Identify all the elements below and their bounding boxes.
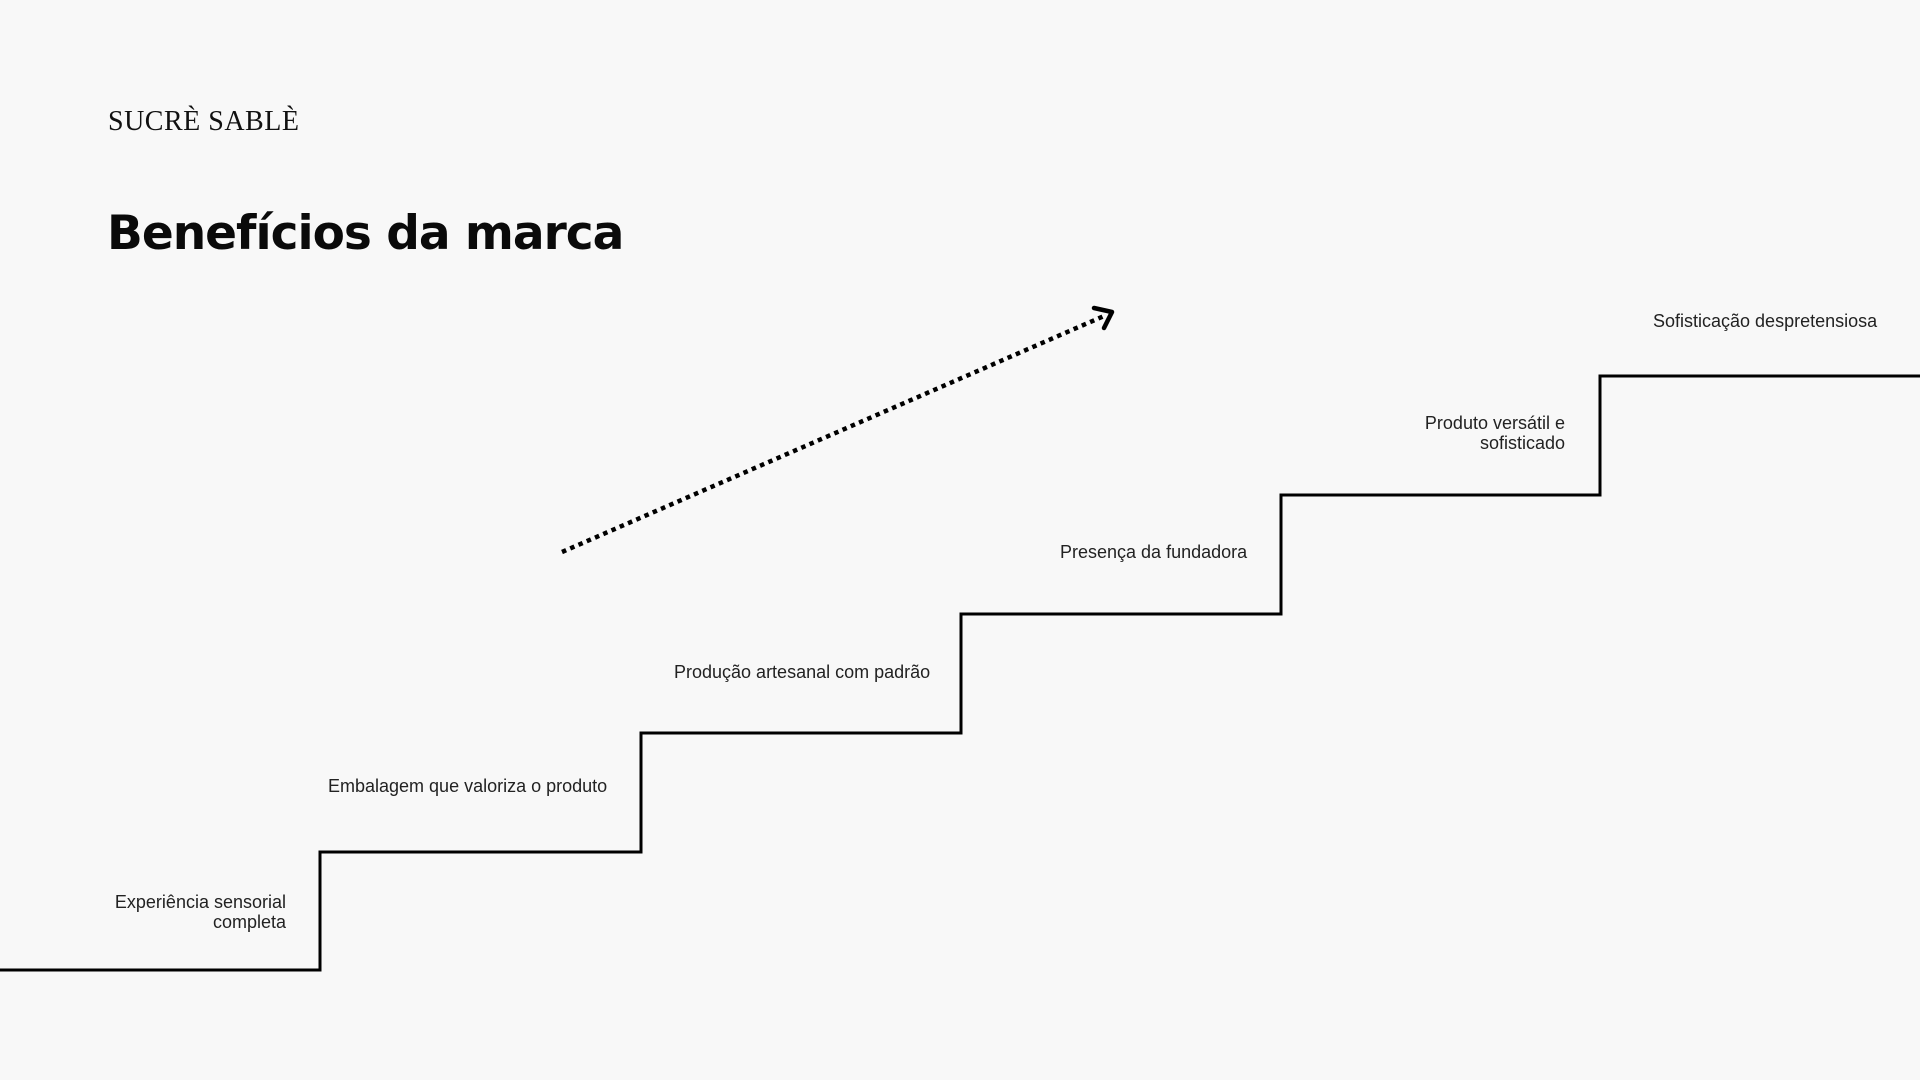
step-label-2: Embalagem que valoriza o produto xyxy=(328,776,607,796)
step-label-1: Experiência sensorial completa xyxy=(60,892,286,932)
step-label-5-line2: sofisticado xyxy=(1479,433,1565,453)
brand-logo: SUCRÈ SABLÈ xyxy=(108,106,300,137)
step-label-3-line1: Produção artesanal com padrão xyxy=(674,662,931,682)
step-label-4: Presença da fundadora xyxy=(1060,542,1247,562)
step-label-6: Sofisticação despretensiosa xyxy=(1653,311,1877,331)
step-label-3: Produção artesanal com padrão xyxy=(674,662,930,682)
step-label-5-line1: Produto versátil e xyxy=(1424,413,1565,433)
staircase-line xyxy=(0,374,1920,972)
step-label-1-line1: Experiência sensorial xyxy=(114,892,286,912)
step-label-5: Produto versátil e sofisticado xyxy=(1340,413,1565,453)
step-label-1-line2: completa xyxy=(212,912,286,932)
step-label-6-line1: Sofisticação despretensiosa xyxy=(1653,311,1878,331)
page-title: Benefícios da marca xyxy=(107,206,624,261)
step-label-4-line1: Presença da fundadora xyxy=(1060,542,1248,562)
step-label-2-line1: Embalagem que valoriza o produto xyxy=(328,776,608,796)
dotted-arrow-icon xyxy=(561,305,1115,555)
